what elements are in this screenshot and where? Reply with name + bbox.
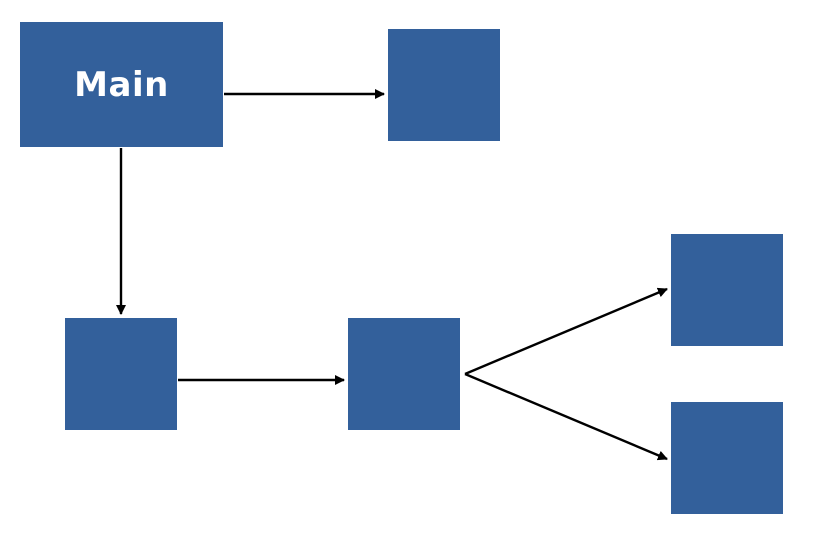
edge-center-to-lower-right [464,372,668,461]
lower-right-node [671,402,783,514]
upper-right-node [671,234,783,346]
top-node [388,29,500,141]
left-node [65,318,177,430]
main-node: Main [20,22,223,147]
center-node [348,318,460,430]
edge-center-to-upper-right [464,287,668,376]
main-node-label: Main [74,64,169,105]
